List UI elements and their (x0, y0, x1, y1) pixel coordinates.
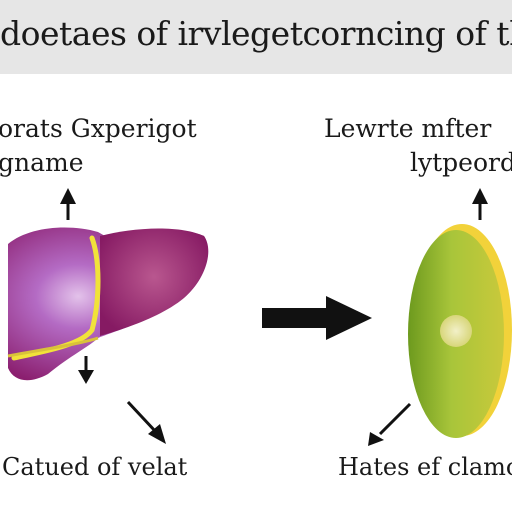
right-caption: Hates ef clamo (338, 453, 512, 481)
organ-nucleus (440, 315, 472, 347)
liver-right-lobe (100, 228, 208, 336)
liver-illustration (7, 227, 209, 381)
left-heading-line-1: orats Gxperigot (0, 114, 197, 143)
right-heading-line-1: Lewrte mfter (324, 114, 492, 143)
arrow-up-left-icon (60, 188, 76, 220)
left-heading-line-2: gname (0, 148, 84, 177)
arrows (60, 188, 488, 446)
diagram-title: doetaes of irvlegetcorncing of thfivod (0, 14, 512, 53)
bile-duct-stripe (11, 235, 101, 361)
liver-lower-band (7, 336, 99, 358)
arrow-up-right-icon (472, 188, 488, 220)
left-caption: Catued of velat (2, 453, 188, 481)
arrow-down-left-icon (78, 356, 94, 384)
green-oval-organ (408, 224, 512, 438)
arrow-diag-up-icon (368, 402, 412, 446)
title-banner: doetaes of irvlegetcorncing of thfivod (0, 0, 512, 74)
right-heading-line-2: lytpeord (410, 148, 512, 177)
right-arrow-icon (262, 296, 372, 340)
arrow-diag-down-icon (126, 400, 166, 444)
